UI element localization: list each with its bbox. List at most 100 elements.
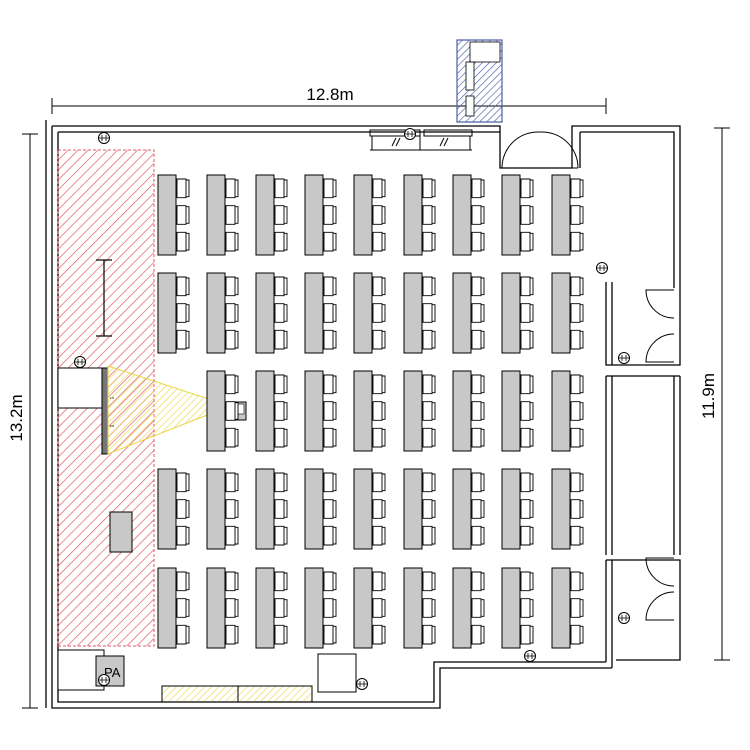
table-set bbox=[501, 567, 534, 649]
table-set bbox=[501, 272, 534, 354]
chair bbox=[520, 571, 534, 592]
outlet-mark bbox=[357, 681, 367, 687]
table bbox=[551, 174, 571, 256]
chair bbox=[520, 276, 534, 297]
chair bbox=[372, 205, 386, 225]
chair bbox=[176, 303, 190, 323]
chair bbox=[422, 427, 436, 448]
chair bbox=[520, 499, 534, 519]
table-set bbox=[206, 468, 239, 550]
chair bbox=[274, 499, 288, 519]
table bbox=[255, 370, 275, 452]
table-set bbox=[157, 468, 190, 550]
chair bbox=[323, 571, 337, 592]
chair bbox=[471, 427, 485, 448]
chair bbox=[176, 205, 190, 225]
table-set bbox=[452, 370, 485, 452]
table-set bbox=[157, 272, 190, 354]
table-set bbox=[452, 174, 485, 256]
table-set bbox=[551, 370, 584, 452]
chair bbox=[471, 178, 485, 199]
chair bbox=[422, 571, 436, 592]
table bbox=[206, 567, 226, 649]
table bbox=[551, 370, 571, 452]
table-set bbox=[403, 468, 436, 550]
chair bbox=[422, 303, 436, 323]
outlet-mark bbox=[75, 359, 85, 365]
table bbox=[551, 567, 571, 649]
chair bbox=[520, 624, 534, 645]
chair bbox=[372, 231, 386, 252]
chair bbox=[372, 571, 386, 592]
chair bbox=[274, 231, 288, 252]
chair bbox=[372, 472, 386, 493]
chair bbox=[274, 427, 288, 448]
chair bbox=[323, 231, 337, 252]
chair bbox=[422, 598, 436, 618]
chair bbox=[520, 472, 534, 493]
table bbox=[157, 567, 177, 649]
chair bbox=[520, 303, 534, 323]
window-top bbox=[369, 129, 473, 151]
chair bbox=[323, 598, 337, 618]
chair bbox=[372, 499, 386, 519]
outlet-group bbox=[74, 128, 630, 690]
table bbox=[255, 174, 275, 256]
chair bbox=[471, 499, 485, 519]
chair bbox=[570, 624, 584, 645]
chair bbox=[274, 374, 288, 395]
chair bbox=[225, 178, 239, 199]
table-set bbox=[551, 567, 584, 649]
table-set bbox=[551, 468, 584, 550]
chair bbox=[471, 401, 485, 421]
table bbox=[157, 468, 177, 550]
table bbox=[304, 174, 324, 256]
table-set bbox=[551, 272, 584, 354]
chair bbox=[372, 525, 386, 546]
storage-closet bbox=[456, 39, 503, 123]
chair bbox=[570, 178, 584, 199]
table bbox=[255, 272, 275, 354]
table-set bbox=[255, 468, 288, 550]
outlet-mark bbox=[525, 653, 535, 659]
chair bbox=[471, 231, 485, 252]
chair bbox=[323, 624, 337, 645]
chair bbox=[372, 374, 386, 395]
table-set bbox=[206, 272, 239, 354]
corner-cabinet bbox=[317, 653, 357, 693]
table bbox=[353, 567, 373, 649]
chair bbox=[225, 571, 239, 592]
table bbox=[403, 370, 423, 452]
chair bbox=[323, 178, 337, 199]
table bbox=[403, 272, 423, 354]
chair bbox=[323, 374, 337, 395]
chair bbox=[176, 276, 190, 297]
chair bbox=[471, 205, 485, 225]
door-right-upper bbox=[645, 289, 675, 363]
chair bbox=[570, 499, 584, 519]
width-label: 12.8m bbox=[306, 85, 353, 104]
table-set bbox=[157, 567, 190, 649]
chair bbox=[274, 178, 288, 199]
table-set bbox=[551, 174, 584, 256]
chair bbox=[570, 401, 584, 421]
chair bbox=[520, 329, 534, 350]
chair bbox=[570, 276, 584, 297]
chair bbox=[323, 525, 337, 546]
table bbox=[206, 370, 226, 452]
table-set bbox=[304, 567, 337, 649]
chair bbox=[176, 472, 190, 493]
table-set bbox=[353, 174, 386, 256]
chair bbox=[323, 205, 337, 225]
chair bbox=[520, 427, 534, 448]
screen-cabinet bbox=[57, 367, 103, 409]
door-top bbox=[501, 131, 579, 169]
table-set bbox=[403, 174, 436, 256]
chair bbox=[422, 178, 436, 199]
table bbox=[353, 174, 373, 256]
outlet-mark bbox=[99, 677, 109, 683]
chair bbox=[274, 205, 288, 225]
table-set bbox=[501, 370, 534, 452]
table-set bbox=[353, 468, 386, 550]
